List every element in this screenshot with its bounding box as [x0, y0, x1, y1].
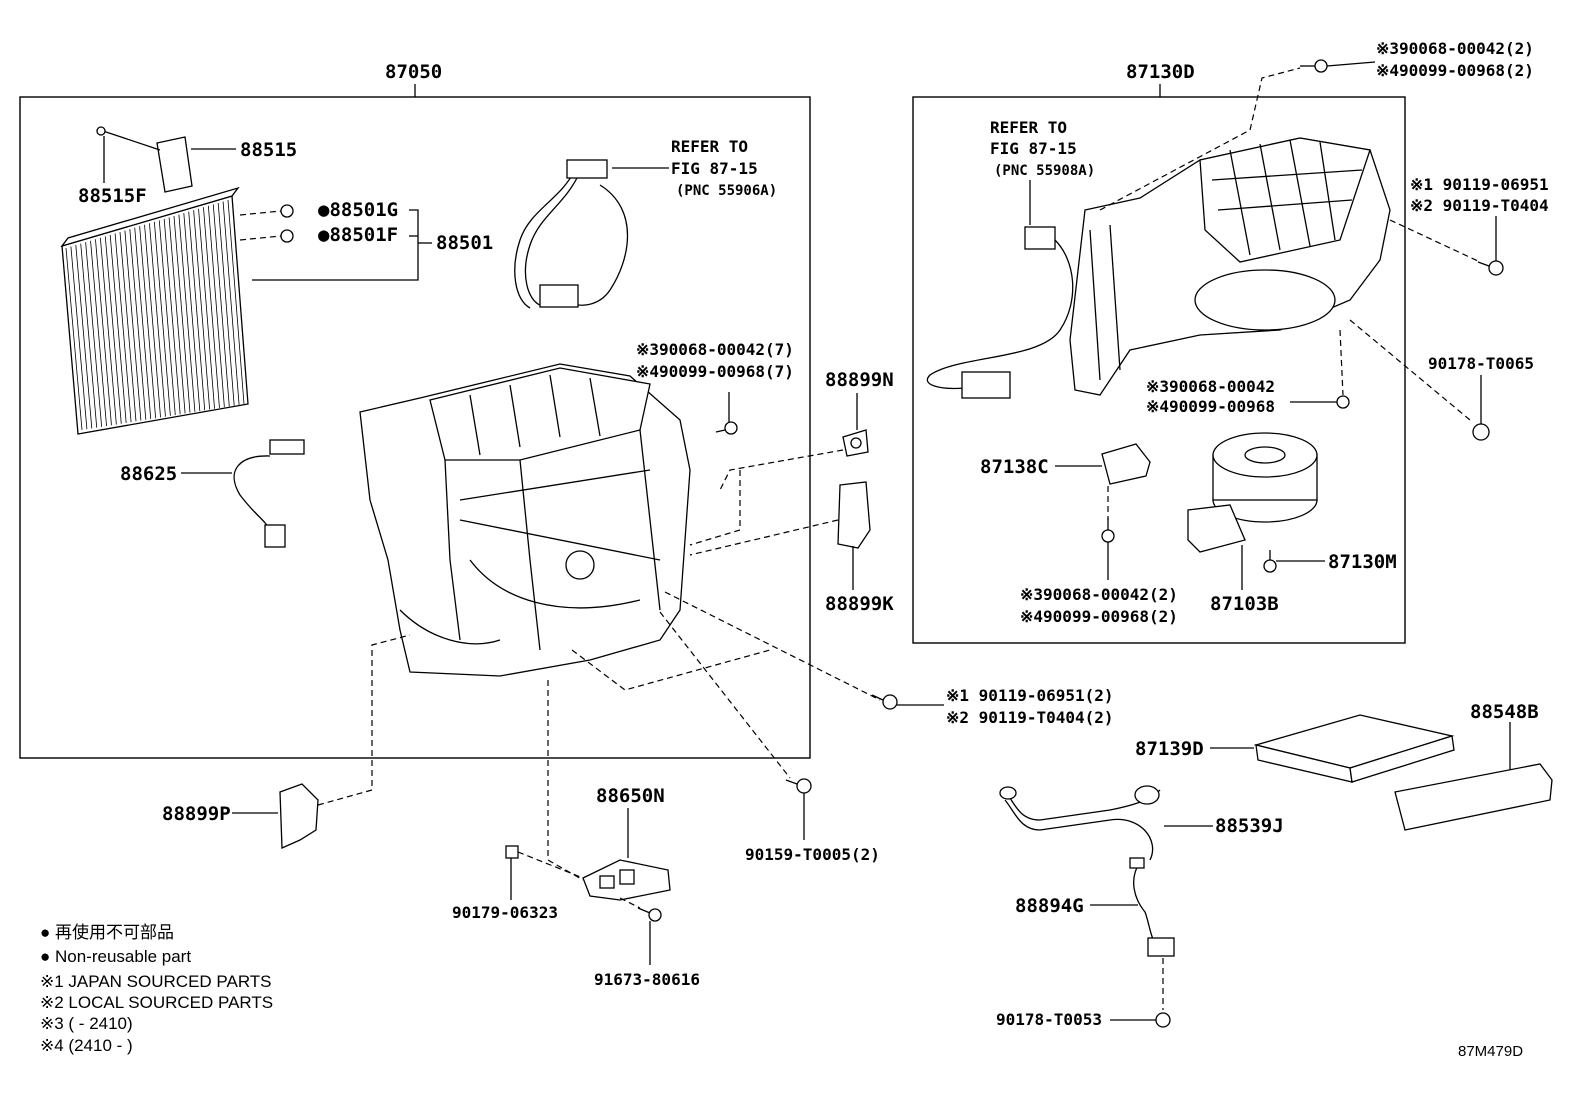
callout-88894G: 88894G: [1015, 895, 1084, 917]
clip-90178-T0065: [1472, 423, 1490, 441]
clip-88899N: [842, 429, 869, 457]
screw-90119-bottom: [871, 694, 898, 710]
actuator-88650N: [582, 859, 671, 901]
wire-harness-55908A: [926, 226, 1074, 399]
note-1-90119-right: ※1 90119-06951: [1410, 175, 1549, 194]
refer2-line1: REFER TO: [990, 118, 1067, 137]
callout-87103B: 87103B: [1210, 593, 1279, 615]
callout-88899N: 88899N: [825, 369, 894, 391]
legend-japan-sourced: ※1 JAPAN SOURCED PARTS: [40, 972, 272, 991]
clip-90178-T0053: [1155, 1012, 1171, 1028]
callout-88515: 88515: [240, 139, 297, 161]
screw-91673: [637, 907, 662, 922]
callout-88650N: 88650N: [596, 785, 665, 807]
sensor-88625: [233, 439, 305, 548]
note-3-qty7: ※390068-00042(7): [636, 340, 794, 359]
callout-87130M: 87130M: [1328, 551, 1397, 573]
refer2-line3: (PNC 55908A): [994, 163, 1095, 179]
legend-note-3: ※3 ( - 2410): [40, 1014, 133, 1033]
note-4-mid: ※490099-00968: [1146, 397, 1275, 416]
callout-88515F: 88515F: [78, 185, 147, 207]
hvac-housing: [359, 363, 691, 677]
sensor-88894G: [1129, 857, 1175, 957]
group-label-87130D: 87130D: [1126, 61, 1195, 83]
callout-88539J: 88539J: [1215, 815, 1284, 837]
callout-88501: 88501: [436, 232, 493, 254]
callout-87139D: 87139D: [1135, 738, 1204, 760]
group-box-87130D: [912, 96, 1406, 644]
note-2-90119-bottom: ※2 90119-T0404(2): [946, 708, 1114, 727]
callout-87138C: 87138C: [980, 456, 1049, 478]
duct-88899P: [279, 783, 319, 849]
evaporator-part: [60, 186, 249, 435]
screw-90159: [785, 778, 812, 794]
note-3-top: ※390068-00042(2): [1376, 39, 1534, 58]
screw-housing-7: [715, 421, 738, 435]
legend-non-reusable-jp: ● 再使用不可部品: [40, 922, 174, 942]
note-1-90119-bottom: ※1 90119-06951(2): [946, 686, 1114, 705]
note-3-mid: ※390068-00042: [1146, 377, 1275, 396]
callout-88899K: 88899K: [825, 593, 894, 615]
clip-90179: [505, 845, 519, 859]
note-4-qty7: ※490099-00968(7): [636, 362, 794, 381]
callout-91673-80616: 91673-80616: [594, 970, 700, 989]
legend-local-sourced: ※2 LOCAL SOURCED PARTS: [40, 993, 273, 1012]
screw-87130M: [1263, 550, 1277, 573]
expansion-valve-part: [96, 126, 193, 193]
screw-90119-right: [1477, 260, 1504, 276]
refer1-line1: REFER TO: [671, 137, 748, 156]
duct-88899K: [837, 481, 871, 549]
refer1-line2: FIG 87-15: [671, 159, 758, 178]
hose-88539J: [999, 785, 1161, 861]
callout-90159-T0005: 90159-T0005(2): [745, 845, 880, 864]
note-2-90119-right: ※2 90119-T0404: [1410, 196, 1549, 215]
o-ring-88501G: [280, 204, 294, 218]
diagram-code: 87M479D: [1458, 1043, 1523, 1060]
o-ring-88501F: [280, 229, 294, 243]
blower-motor-87103B: [1187, 432, 1318, 553]
screw-top-blower: [1300, 59, 1328, 73]
callout-88625: 88625: [120, 463, 177, 485]
callout-88501G: ●88501G: [318, 199, 398, 221]
screw-blower-mid: [1336, 395, 1350, 409]
group-label-87050: 87050: [385, 61, 442, 83]
callout-88899P: 88899P: [162, 803, 231, 825]
note-4-resistor: ※490099-00968(2): [1020, 607, 1178, 626]
resistor-87138C: [1101, 443, 1151, 485]
filter-87139D: [1253, 714, 1455, 783]
callout-88548B: 88548B: [1470, 701, 1539, 723]
note-4-top: ※490099-00968(2): [1376, 61, 1534, 80]
wire-harness-55906A: [514, 159, 629, 309]
legend-non-reusable-en: ● Non-reusable part: [40, 947, 191, 966]
callout-90179-06323: 90179-06323: [452, 903, 558, 922]
blower-housing: [1069, 137, 1391, 396]
callout-90178-T0053: 90178-T0053: [996, 1010, 1102, 1029]
screw-resistor: [1101, 518, 1115, 543]
callout-88501F: ●88501F: [318, 224, 398, 246]
refer1-line3: (PNC 55906A): [676, 183, 777, 199]
refer2-line2: FIG 87-15: [990, 139, 1077, 158]
note-3-resistor: ※390068-00042(2): [1020, 585, 1178, 604]
cover-88548B: [1394, 763, 1553, 831]
legend-note-4: ※4 (2410 - ): [40, 1036, 133, 1055]
callout-90178-T0065: 90178-T0065: [1428, 354, 1534, 373]
